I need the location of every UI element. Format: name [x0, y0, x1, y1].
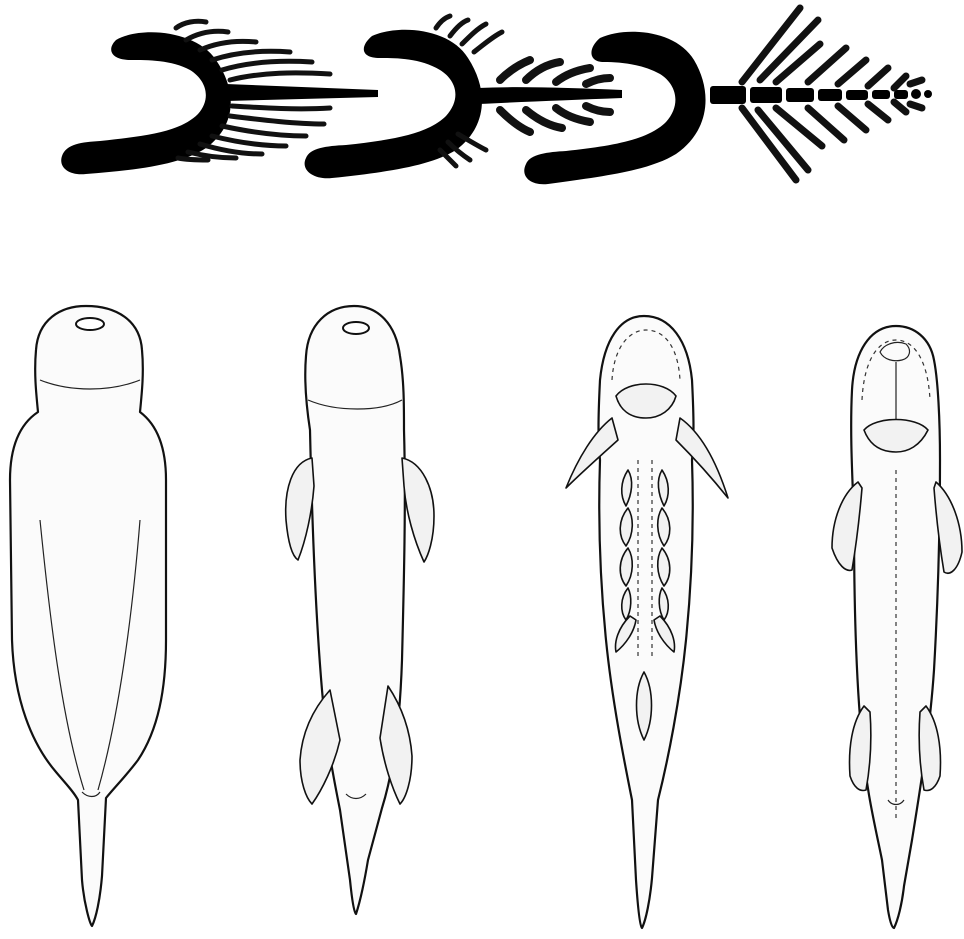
girdle-1 — [61, 32, 231, 174]
body-form-2 — [286, 306, 434, 914]
skeletal-sequence — [61, 8, 932, 184]
body-1-outline — [10, 306, 166, 926]
axis-1 — [226, 84, 378, 101]
body-4-fin-rear-right — [919, 706, 940, 790]
axis-3 — [710, 86, 932, 104]
body-4-fin-rear-left — [850, 706, 871, 790]
body-2-fin-front-right — [402, 458, 434, 562]
girdle-2 — [305, 30, 482, 179]
body-form-3 — [566, 316, 728, 928]
body-2-fin-front-left — [286, 458, 314, 560]
body-outlines — [10, 306, 962, 928]
body-form-1 — [10, 306, 166, 926]
axis-2 — [478, 87, 622, 104]
body-form-4 — [832, 326, 962, 928]
body-2-mouth — [343, 322, 369, 334]
body-2-fin-rear-left — [300, 690, 340, 804]
body-2-outline — [305, 306, 405, 914]
girdle-3 — [524, 32, 705, 185]
body-1-mouth — [76, 318, 104, 330]
